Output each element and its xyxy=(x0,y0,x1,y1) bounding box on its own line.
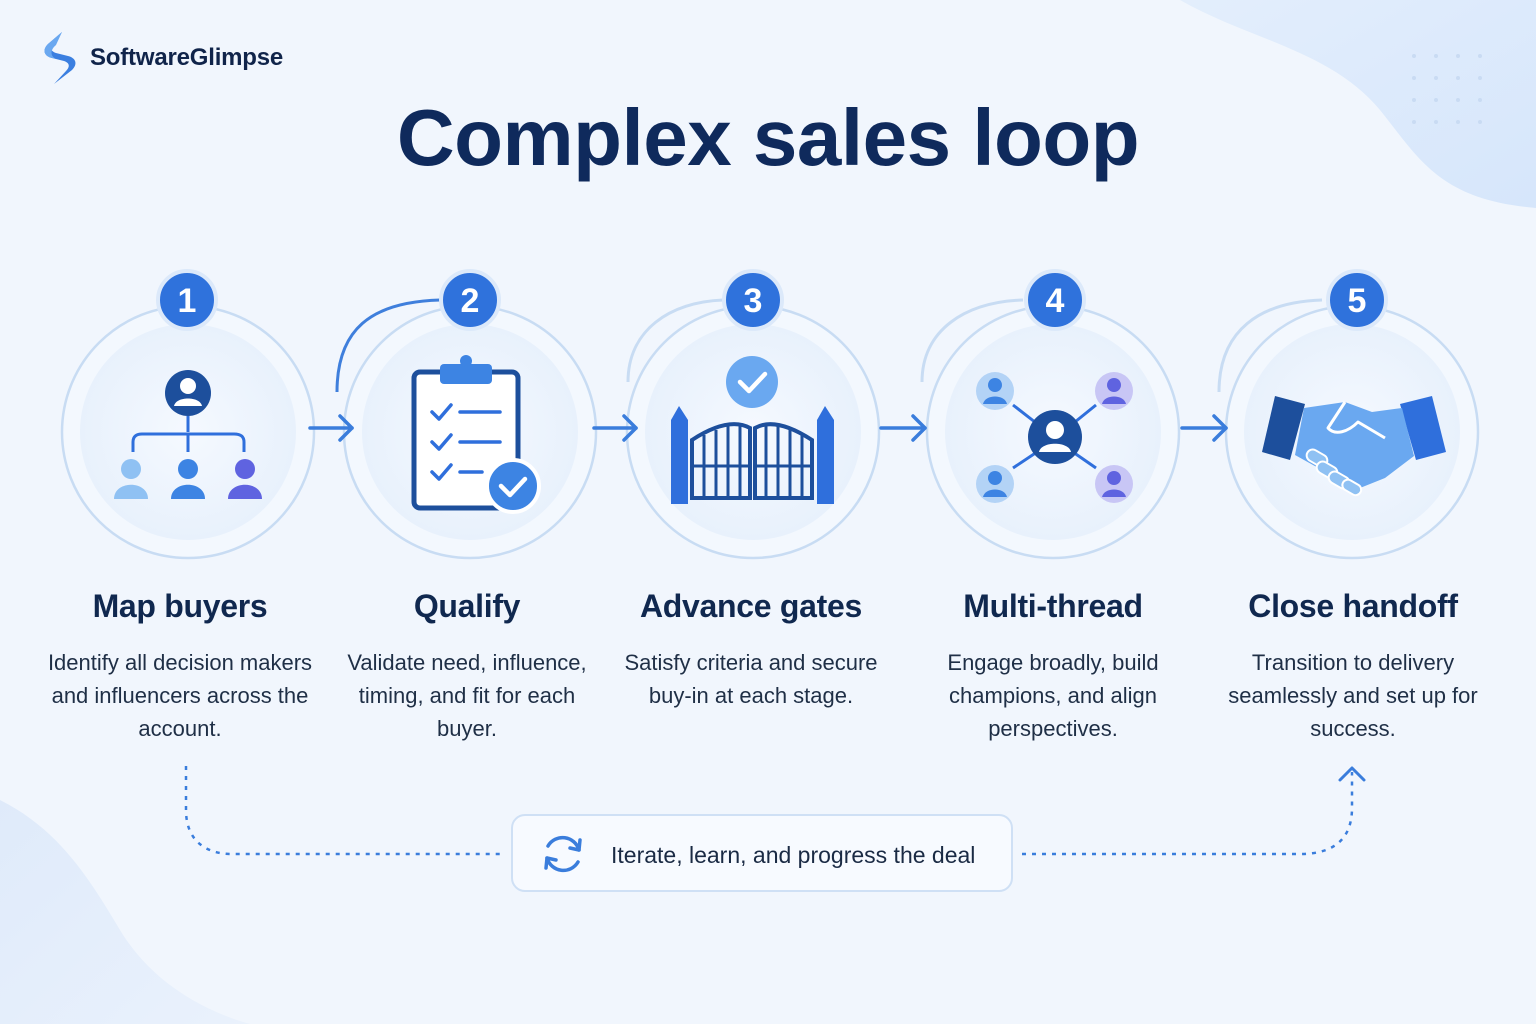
loop-label: Iterate, learn, and progress the deal xyxy=(611,842,976,868)
arrow-icon xyxy=(592,414,638,442)
step-description: Satisfy criteria and secure buy-in at ea… xyxy=(624,650,878,708)
page-title: Complex sales loop xyxy=(396,93,1140,182)
step-badge-1: 1 xyxy=(156,269,218,331)
handshake-icon xyxy=(1262,396,1446,497)
step-title: Qualify xyxy=(413,588,521,624)
step-description: Transition to delivery seamlessly and se… xyxy=(1228,650,1478,741)
refresh-icon xyxy=(544,835,582,873)
svg-text:2: 2 xyxy=(461,282,480,320)
step-badge-2: 2 xyxy=(439,269,501,331)
arrow-up-icon xyxy=(1338,766,1366,782)
brand-logo[interactable]: SoftwareGlimpse xyxy=(40,30,283,86)
step-description: Engage broadly, build champions, and ali… xyxy=(947,650,1159,741)
svg-text:4: 4 xyxy=(1046,282,1065,320)
step-badge-5: 5 xyxy=(1326,269,1388,331)
arrow-icon xyxy=(1180,414,1228,442)
svg-text:3: 3 xyxy=(744,282,763,320)
step-title: Map buyers xyxy=(92,588,268,624)
clipboard-check-icon xyxy=(411,355,541,514)
loop-callout: Iterate, learn, and progress the deal xyxy=(511,814,1013,892)
gate-icon xyxy=(671,356,834,504)
brand-name: SoftwareGlimpse xyxy=(90,44,284,71)
step-badge-4: 4 xyxy=(1024,269,1086,331)
brand-logo-icon xyxy=(44,32,76,84)
network-icon xyxy=(976,372,1133,503)
step-badge-3: 3 xyxy=(722,269,784,331)
svg-text:1: 1 xyxy=(178,282,197,320)
arrow-icon xyxy=(879,414,927,442)
step-description: Identify all decision makers and influen… xyxy=(47,650,313,741)
step-title: Advance gates xyxy=(640,588,862,624)
loop-path xyxy=(184,766,1354,856)
step-description: Validate need, influence, timing, and fi… xyxy=(347,650,587,741)
svg-text:5: 5 xyxy=(1348,282,1367,320)
org-chart-icon xyxy=(114,370,262,499)
step-title: Close handoff xyxy=(1248,588,1458,624)
step-title: Multi-thread xyxy=(963,588,1143,624)
arrow-icon xyxy=(308,414,354,442)
